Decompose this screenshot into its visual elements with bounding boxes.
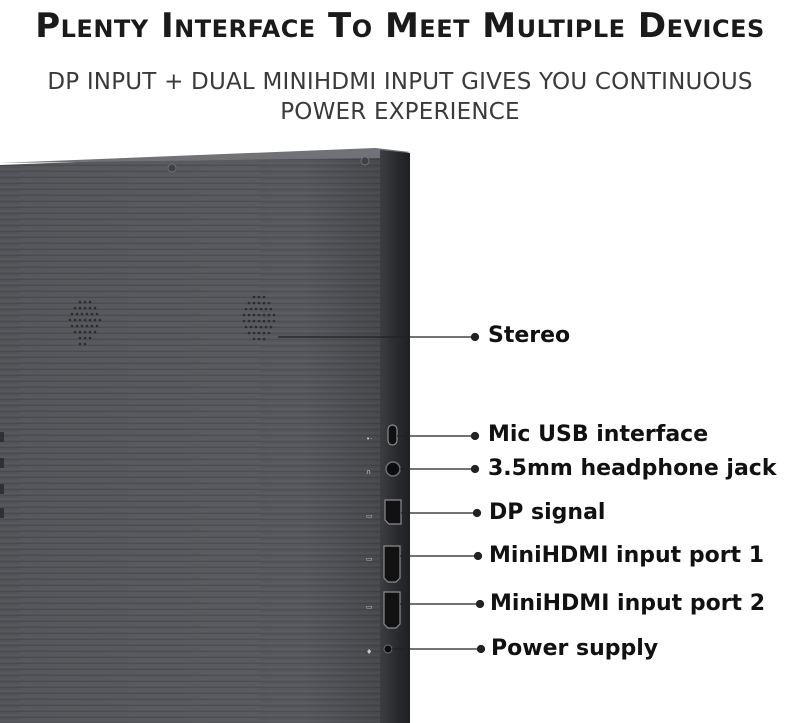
callout-label-hdmi-2: MiniHDMI input port 2 [490,591,766,616]
headphone-jack-icon [385,461,401,477]
usb-c-port-icon [387,424,398,446]
page-title: Plenty Interface To Meet Multiple Device… [35,6,765,46]
speaker-grill-icon [68,300,102,346]
usb-glyph-icon: •· [366,435,372,443]
side-buttons [0,432,4,518]
callout-label-headphone: 3.5mm headphone jack [488,456,777,481]
page-subtitle: DP INPUT + DUAL MINIHDMI INPUT GIVES YOU… [20,67,780,127]
speaker-grill-icon [242,295,276,341]
headphone-glyph-icon: ∩ [366,468,371,476]
subtitle-line-2: POWER EXPERIENCE [280,99,520,125]
minihdmi-port-1-icon [383,545,401,583]
power-port-icon [383,644,393,654]
callout-label-hdmi-1: MiniHDMI input port 1 [489,543,765,568]
power-glyph-icon: ♦ [366,648,372,656]
minihdmi-port-2-icon [383,591,401,629]
dp-port-icon [384,499,402,525]
screw-icon [360,156,370,166]
callout-label-dp: DP signal [489,500,606,525]
dp-glyph-icon: ▭ [366,512,373,520]
callout-label-mic-usb: Mic USB interface [488,422,709,447]
subtitle-line-1: DP INPUT + DUAL MINIHDMI INPUT GIVES YOU… [47,69,753,95]
callout-label-power: Power supply [491,636,659,661]
monitor-back-panel [0,148,410,723]
hdmi-glyph-icon: ▭ [366,555,373,563]
callout-label-stereo: Stereo [488,323,571,348]
hdmi-glyph-icon: ▭ [366,603,373,611]
screw-icon [167,163,177,173]
